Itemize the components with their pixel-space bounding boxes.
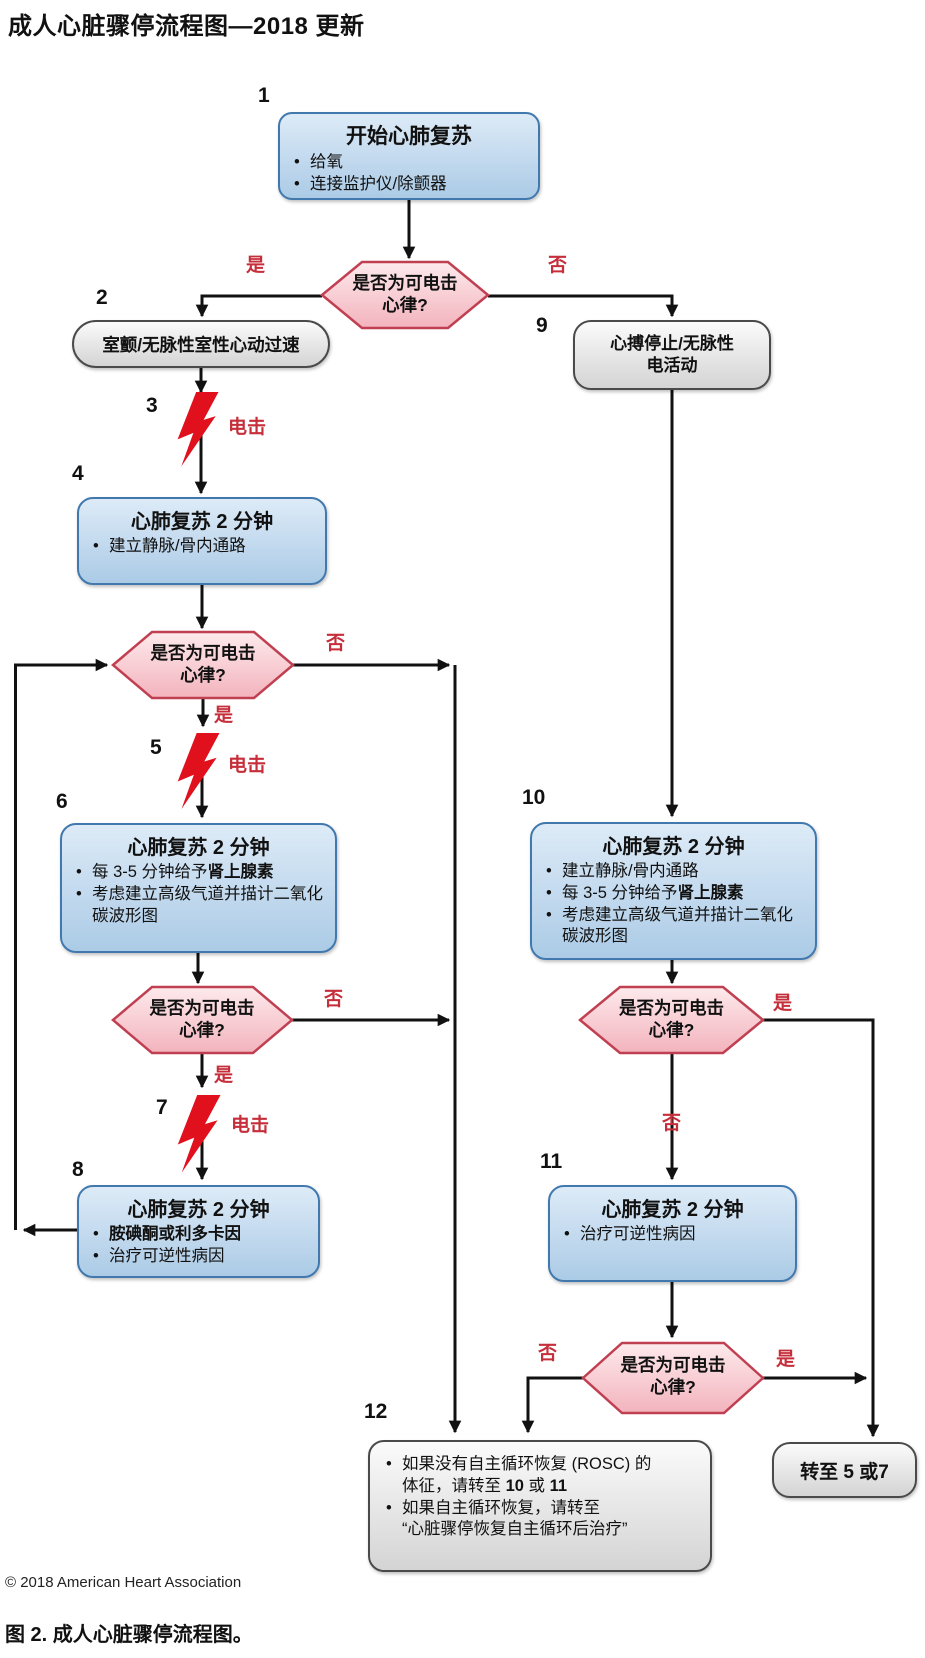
bullet-item: • 如果自主循环恢复，请转至 “心脏骤停恢复自主循环后治疗” [386,1498,628,1539]
label-no-rhythm4: 否 [662,1113,682,1134]
bullet-item: •每 3-5 分钟给予肾上腺素 [76,863,274,881]
rhythm-check-2-hexagon [111,630,295,700]
bullet-item: •给氧 [294,153,343,171]
step-1-box: 开始心肺复苏 •给氧 •连接监护仪/除颤器 [278,112,540,200]
rhythm-check-4-hexagon [578,985,765,1055]
step-4-box: 心肺复苏 2 分钟 •建立静脉/骨内通路 [77,497,327,585]
label-no-rhythm2: 否 [326,633,346,654]
step-number-6: 6 [56,790,68,813]
bullet-item: •治疗可逆性病因 [93,1246,225,1265]
goto-label: 转至 5 或7 [800,1461,889,1483]
bullet-item: •考虑建立高级气道并描计二氧化碳波形图 [76,884,323,925]
step-number-7: 7 [156,1096,168,1119]
step-number-3: 3 [146,394,158,417]
page-title: 成人心脏骤停流程图—2018 更新 [8,13,365,40]
label-yes-rhythm5: 是 [776,1349,796,1370]
step-10-title: 心肺复苏 2 分钟 [602,836,745,858]
step-number-12: 12 [364,1400,388,1423]
step-10-box: 心肺复苏 2 分钟 •建立静脉/骨内通路 •每 3-5 分钟给予肾上腺素 •考虑… [530,822,817,960]
label-shock-3: 电击 [228,417,267,438]
bullet-item: •考虑建立高级气道并描计二氧化碳波形图 [546,905,793,946]
figure-caption: 图 2. 成人心脏骤停流程图。 [5,1624,253,1646]
shock-bolt-5-icon [177,733,220,809]
bullet-item: • 如果没有自主循环恢复 (ROSC) 的 体征，请转至 10 或 11 [386,1455,652,1495]
arrow-rhythm5-no-to-box12 [521,1376,583,1434]
step-8-box: 心肺复苏 2 分钟 •胺碘酮或利多卡因 •治疗可逆性病因 [77,1185,320,1278]
rhythm-check-1-hexagon [320,260,490,330]
step-8-title: 心肺复苏 2 分钟 [127,1199,270,1221]
rhythm-check-5-hexagon [581,1341,765,1415]
goto-5-or-7-box: 转至 5 或7 [772,1442,917,1498]
step-number-9: 9 [536,314,548,337]
rhythm-check-5-label: 是否为可电击心律? [620,1355,726,1398]
step-2-label: 室颤/无脉性室性心动过速 [102,334,300,355]
step-number-10: 10 [522,786,546,809]
step-12-box: • 如果没有自主循环恢复 (ROSC) 的 体征，请转至 10 或 11 • 如… [368,1440,712,1572]
bullet-item: •每 3-5 分钟给予肾上腺素 [546,883,744,902]
step-4-title: 心肺复苏 2 分钟 [130,511,274,533]
step-9-box: 心搏停止/无脉性电活动 [573,320,771,390]
label-shock-5: 电击 [228,755,267,776]
bullet-item: •建立静脉/骨内通路 [93,537,246,555]
label-shock-7: 电击 [231,1115,270,1136]
step-number-2: 2 [96,286,108,309]
label-yes-rhythm2: 是 [214,705,234,726]
arrow-rhythm1-no-to-box9 [488,294,679,318]
arrow-loop-up-to-rhythm2 [14,658,109,1230]
arrow-rhythm4-yes-to-goto [763,1018,880,1438]
label-no-rhythm3: 否 [324,989,344,1010]
bullet-item: •建立静脉/骨内通路 [546,862,699,880]
bullet-item: •连接监护仪/除颤器 [294,174,447,193]
step-11-box: 心肺复苏 2 分钟 •治疗可逆性病因 [548,1185,797,1282]
shock-bolt-7-icon [177,1095,221,1173]
rhythm-check-3-label: 是否为可电击心律? [149,998,255,1041]
step-9-label: 心搏停止/无脉性电活动 [610,333,734,375]
step-number-4: 4 [72,462,84,485]
copyright-text: © 2018 American Heart Association [5,1574,242,1591]
label-no-rhythm1: 否 [548,255,568,276]
bullet-item: •胺碘酮或利多卡因 [93,1225,241,1243]
step-number-1: 1 [258,84,270,107]
rhythm-check-1-label: 是否为可电击心律? [352,273,458,316]
label-no-rhythm5: 否 [538,1343,558,1364]
arrow-rhythm1-yes-to-box2 [195,294,322,318]
step-number-11: 11 [540,1150,563,1173]
step-2-box: 室颤/无脉性室性心动过速 [72,320,330,368]
step-1-title: 开始心肺复苏 [346,125,472,148]
step-number-8: 8 [72,1158,84,1181]
shock-bolt-3-icon [177,392,219,467]
rhythm-check-4-label: 是否为可电击心律? [619,998,724,1041]
step-11-title: 心肺复苏 2 分钟 [601,1199,744,1221]
step-number-5: 5 [150,736,162,759]
label-yes-rhythm1: 是 [246,255,266,276]
label-yes-rhythm3: 是 [214,1065,234,1086]
step-6-box: 心肺复苏 2 分钟 •每 3-5 分钟给予肾上腺素 •考虑建立高级气道并描计二氧… [60,823,337,953]
step-6-title: 心肺复苏 2 分钟 [127,837,270,859]
bullet-item: •治疗可逆性病因 [564,1225,696,1243]
label-yes-rhythm4: 是 [773,993,793,1014]
rhythm-check-2-label: 是否为可电击心律? [150,643,256,686]
rhythm-check-3-hexagon [111,985,294,1055]
